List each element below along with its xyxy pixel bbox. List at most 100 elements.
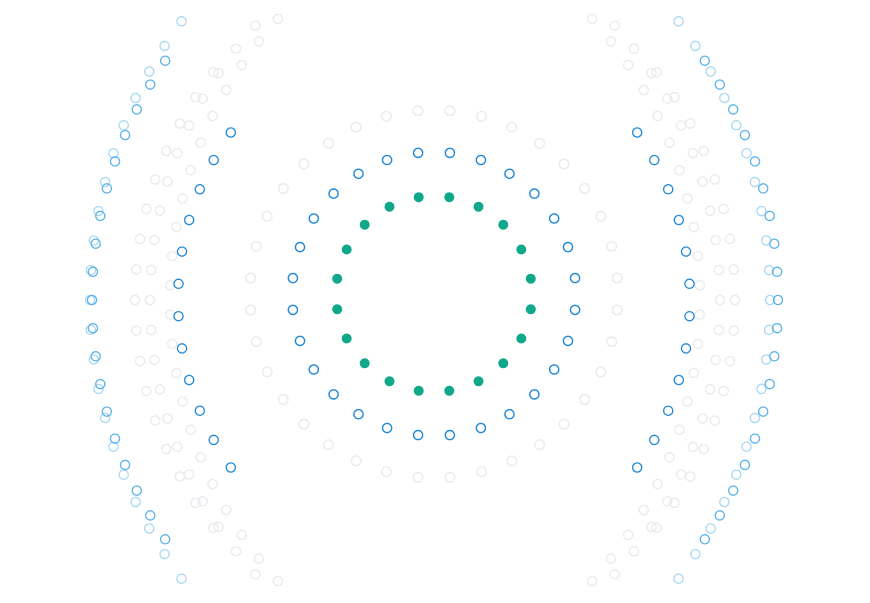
arc-dot [628, 546, 640, 557]
arc-dot [86, 294, 98, 306]
arc-dot [764, 294, 776, 306]
arc-dot [586, 575, 598, 587]
arc-dot [699, 55, 711, 66]
arc-dot [718, 385, 729, 397]
arc-dot [130, 496, 141, 508]
arc-dot [710, 354, 721, 366]
ring-dot-faint [298, 418, 310, 430]
arc-dot [194, 184, 206, 195]
arc-dot [673, 214, 685, 226]
ring-dot-faint [534, 439, 545, 451]
arc-dot [687, 147, 699, 159]
arc-dot [101, 183, 113, 194]
arc-dot [772, 294, 784, 306]
arc-dot [183, 374, 195, 386]
arc-dot [272, 575, 284, 587]
arc-dot [764, 210, 775, 222]
arc-dot [176, 343, 188, 354]
arc-dot [174, 118, 186, 129]
ring-dot-teal [332, 273, 343, 284]
arc-dot [167, 250, 178, 262]
arc-dot [149, 415, 161, 426]
ring-dot-teal [384, 376, 395, 387]
arc-dot [119, 129, 131, 141]
ring-dot-faint [579, 183, 591, 194]
arc-dot [134, 355, 146, 367]
arc-dot [190, 91, 201, 103]
ring-dot-blue [569, 304, 581, 316]
arc-dot [771, 266, 783, 278]
arc-dot [727, 104, 739, 115]
arc-dot [129, 294, 141, 306]
arc-dot [684, 278, 695, 290]
ring-dot-faint [558, 158, 570, 170]
arc-dot [185, 424, 196, 436]
ring-dot-blue [287, 304, 299, 316]
ring-dot-teal [516, 333, 527, 344]
arc-dot [704, 205, 716, 216]
arc-dot [680, 343, 692, 354]
ring-dot-faint [611, 272, 623, 284]
arc-dot [197, 93, 209, 104]
arc-dot [763, 324, 775, 336]
arc-dot [690, 548, 701, 560]
arc-dot [638, 504, 649, 516]
arc-dot [719, 496, 730, 508]
ring-dot-faint [595, 210, 607, 222]
arc-dot [724, 233, 736, 245]
arc-dot [692, 338, 703, 350]
arc-dot [649, 154, 660, 166]
arc-dot [159, 534, 171, 545]
arc-dot [728, 264, 739, 275]
right-arcs-group [586, 13, 784, 587]
arc-dot [177, 193, 188, 204]
arc-dot [141, 203, 152, 215]
ring-dot-blue [504, 408, 515, 420]
arc-dot [85, 324, 97, 336]
ring-dot-faint [380, 110, 392, 122]
arc-dot [149, 354, 160, 366]
arc-dot [109, 156, 121, 167]
arc-dot [101, 406, 113, 417]
ring-dot-faint [245, 304, 257, 316]
arc-dot [675, 120, 687, 131]
arc-dot [99, 176, 111, 188]
ring-dot-faint [298, 158, 310, 170]
arc-dot [763, 264, 775, 276]
arc-dot [673, 16, 684, 27]
ring-dot-teal [332, 304, 343, 315]
arc-dot [651, 522, 662, 534]
arc-dot [749, 412, 761, 424]
ring-dot-faint [323, 439, 334, 451]
arc-dot [661, 93, 673, 104]
arc-dot [731, 120, 742, 131]
arc-dot [631, 462, 643, 473]
arc-dot [638, 84, 649, 96]
arc-dot [213, 67, 224, 79]
arc-dot [230, 43, 242, 54]
arc-dot [162, 413, 173, 424]
arc-dot [741, 441, 752, 452]
ring-dot-blue [328, 188, 339, 199]
arc-dot [208, 434, 219, 446]
arc-dot [253, 36, 265, 47]
arc-dot [749, 176, 761, 188]
arc-dot [690, 40, 701, 52]
arc-dot [230, 546, 242, 557]
arc-dot [684, 310, 695, 322]
ring-dot-blue [548, 364, 560, 375]
arc-dot [661, 496, 673, 507]
arc-dot [154, 384, 166, 395]
arc-dot [177, 396, 188, 407]
arc-dot [631, 127, 643, 138]
arc-dot [669, 91, 680, 103]
arc-dot [183, 469, 195, 480]
arc-dot [698, 145, 709, 157]
ring-dot-faint [323, 137, 334, 149]
ring-dot-faint [412, 471, 424, 483]
ring-dot-faint [506, 455, 518, 467]
arc-dot [159, 55, 171, 66]
arc-dot [108, 148, 119, 159]
arc-dot [609, 20, 620, 31]
ring-dot-faint [277, 183, 289, 194]
